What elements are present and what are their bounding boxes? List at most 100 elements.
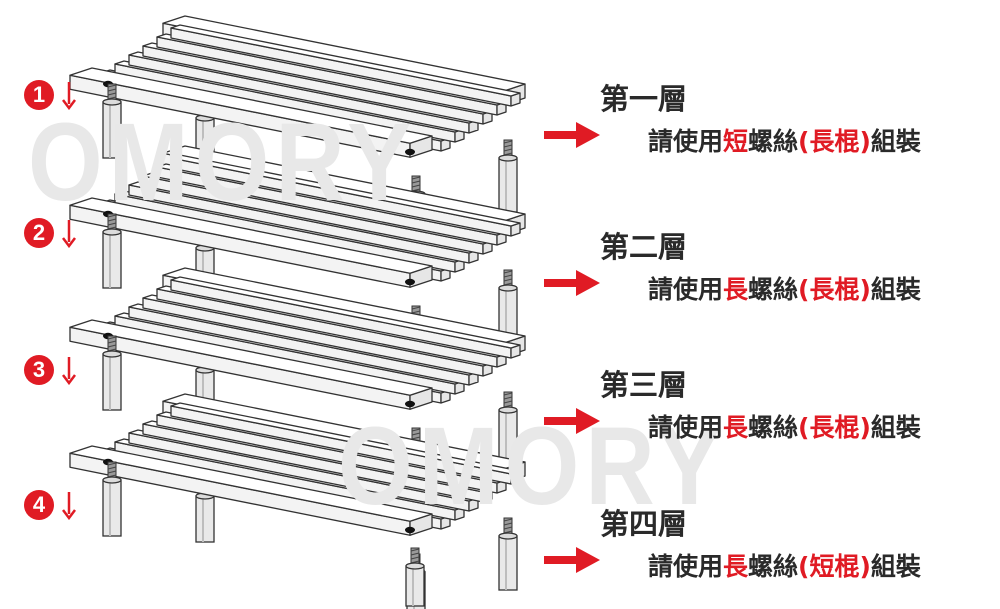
post-thread-line xyxy=(503,396,513,400)
instruction-suffix: 組裝 xyxy=(870,552,921,581)
front-rail-top xyxy=(69,197,433,274)
post-thread-line xyxy=(107,470,117,474)
step-number-badge: 3 xyxy=(24,355,54,385)
post-thread-line xyxy=(411,180,421,184)
post-thread-line xyxy=(503,270,513,274)
screw-length: 短 xyxy=(723,127,749,156)
post-thread-line xyxy=(107,340,117,344)
post-thread-line xyxy=(107,222,117,226)
instruction-prefix: 請使用 xyxy=(648,275,724,304)
post-thread-line xyxy=(503,518,513,522)
post-cap xyxy=(405,562,425,570)
down-arrow-icon xyxy=(62,82,76,110)
post-thread-line xyxy=(503,392,513,396)
post-body xyxy=(498,535,518,591)
post-body xyxy=(102,479,122,537)
post-body xyxy=(195,495,215,543)
layer-title: 第一層 xyxy=(600,82,688,116)
step-marker-2: 2 xyxy=(24,218,76,248)
instruction-prefix: 請使用 xyxy=(648,552,724,581)
post-thread-line xyxy=(410,556,420,560)
bolt-hole xyxy=(405,278,415,286)
front-rail-top xyxy=(69,67,433,144)
rod-length: (長棍) xyxy=(798,127,871,156)
post-thread-line xyxy=(503,400,513,404)
down-arrow-icon xyxy=(62,492,76,520)
screw-length: 長 xyxy=(723,413,749,442)
post-thread-line xyxy=(107,218,117,222)
layer-instruction-text: 請使用短螺絲(長棍)組裝 xyxy=(648,122,921,158)
instruction-suffix: 組裝 xyxy=(870,127,921,156)
post-thread-line xyxy=(410,552,420,556)
post-cap xyxy=(102,350,122,358)
post-thread-line xyxy=(411,184,421,188)
right-arrow-icon xyxy=(544,408,600,434)
layer-title: 第二層 xyxy=(600,230,688,264)
post-thread-line xyxy=(107,466,117,470)
post-thread-line xyxy=(107,462,117,466)
post-body xyxy=(102,231,122,289)
instruction-suffix: 組裝 xyxy=(870,275,921,304)
post-thread-line xyxy=(411,432,421,436)
rod-length: (短棍) xyxy=(798,552,871,581)
step-number-badge: 1 xyxy=(24,80,54,110)
instruction-screw: 螺絲 xyxy=(748,552,799,581)
post-thread-line xyxy=(411,428,421,432)
layer-title: 第四層 xyxy=(600,507,688,541)
down-arrow-icon xyxy=(62,357,76,385)
post-cap xyxy=(498,406,518,414)
post-body xyxy=(102,353,122,411)
step-marker-4: 4 xyxy=(24,490,76,520)
post-thread-line xyxy=(503,278,513,282)
post-thread-line xyxy=(503,144,513,148)
post-thread-line xyxy=(503,148,513,152)
post-thread-line xyxy=(107,336,117,340)
post-thread-line xyxy=(410,548,420,552)
front-rail-top xyxy=(69,319,433,396)
right-arrow-icon xyxy=(544,122,600,148)
post-cap xyxy=(102,476,122,484)
post-cap xyxy=(498,154,518,162)
step-number-badge: 2 xyxy=(24,218,54,248)
right-arrow-icon xyxy=(544,547,600,573)
post-thread-line xyxy=(411,436,421,440)
post-thread-line xyxy=(411,176,421,180)
step-number-badge: 4 xyxy=(24,490,54,520)
step-marker-3: 3 xyxy=(24,355,76,385)
post-thread-line xyxy=(107,92,117,96)
bolt-hole xyxy=(405,526,415,534)
slat-top xyxy=(170,276,521,349)
layer-instruction-text: 請使用長螺絲(長棍)組裝 xyxy=(648,408,921,444)
post-thread-line xyxy=(107,84,117,88)
screw-length: 長 xyxy=(723,275,749,304)
instruction-suffix: 組裝 xyxy=(870,413,921,442)
instruction-prefix: 請使用 xyxy=(648,127,724,156)
rod-length: (長棍) xyxy=(798,275,871,304)
post-cap xyxy=(102,98,122,106)
post-thread-line xyxy=(107,344,117,348)
post-thread-line xyxy=(503,140,513,144)
slat-top xyxy=(170,154,521,227)
post-body xyxy=(102,101,122,159)
bolt-hole xyxy=(405,148,415,156)
slat-top xyxy=(170,402,521,475)
post-body xyxy=(405,565,425,607)
bolt-hole xyxy=(405,400,415,408)
right-arrow-icon xyxy=(544,270,600,296)
post-thread-line xyxy=(107,88,117,92)
post-body xyxy=(498,157,518,213)
instruction-screw: 螺絲 xyxy=(748,413,799,442)
rod-length: (長棍) xyxy=(798,413,871,442)
layer-instruction-text: 請使用長螺絲(短棍)組裝 xyxy=(648,547,921,583)
post-thread-line xyxy=(503,526,513,530)
instruction-prefix: 請使用 xyxy=(648,413,724,442)
post-cap xyxy=(498,284,518,292)
instruction-screw: 螺絲 xyxy=(748,127,799,156)
instruction-screw: 螺絲 xyxy=(748,275,799,304)
down-arrow-icon xyxy=(62,220,76,248)
post-cap xyxy=(102,228,122,236)
post-cap xyxy=(498,532,518,540)
post-thread-line xyxy=(411,310,421,314)
layer-title: 第三層 xyxy=(600,368,688,402)
